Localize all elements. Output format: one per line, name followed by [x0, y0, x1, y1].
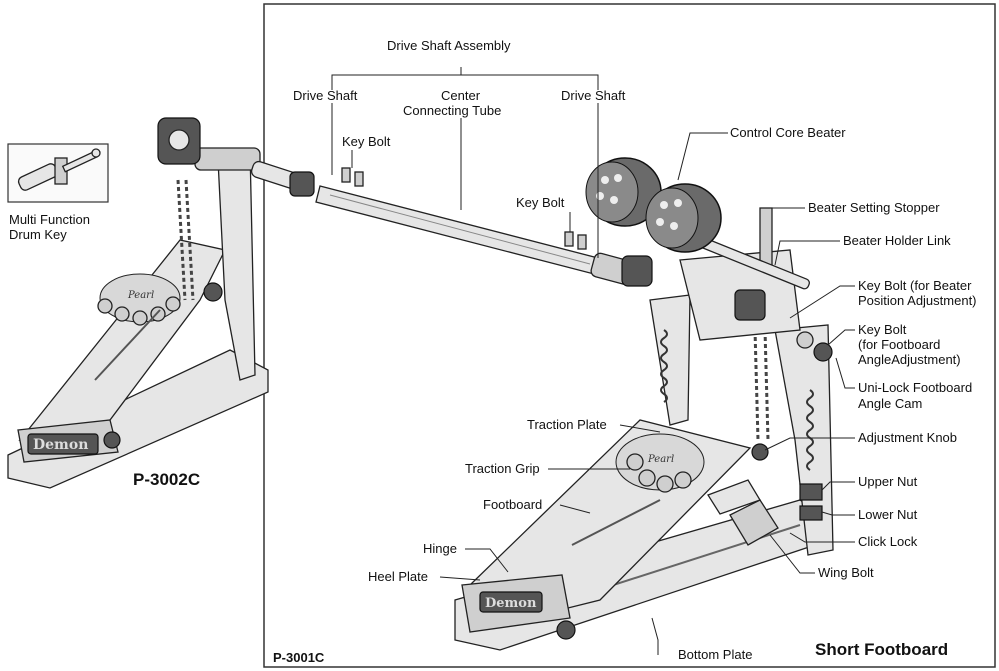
leader-lines — [331, 67, 855, 655]
model-label-slave: P-3002C — [133, 470, 200, 489]
main-heel-logo: Demon — [485, 596, 537, 611]
main-pedal-illustration: Pearl Demon — [454, 157, 834, 651]
label-footboard: Footboard — [483, 497, 542, 512]
label-multi-function-1: Multi Function — [9, 212, 90, 227]
svg-text:Pearl: Pearl — [647, 454, 674, 465]
variant-label: Short Footboard — [815, 640, 948, 659]
label-traction-plate: Traction Plate — [527, 417, 607, 432]
label-adjustment-knob: Adjustment Knob — [858, 430, 957, 445]
label-beater-setting-stopper: Beater Setting Stopper — [808, 200, 940, 215]
svg-text:Pearl: Pearl — [127, 290, 154, 301]
label-unilock-1: Uni-Lock Footboard — [858, 380, 972, 395]
label-key-bolt-mid: Key Bolt — [516, 195, 565, 210]
label-key-bolt-footboard-2: (for Footboard — [858, 337, 940, 352]
label-key-bolt-beater-1: Key Bolt (for Beater — [858, 278, 972, 293]
label-control-core-beater: Control Core Beater — [730, 125, 846, 140]
label-beater-holder-link: Beater Holder Link — [843, 233, 951, 248]
label-drive-shaft-right: Drive Shaft — [561, 88, 626, 103]
label-drive-shaft-left: Drive Shaft — [293, 88, 358, 103]
label-center-tube-2: Connecting Tube — [403, 103, 501, 118]
label-drive-shaft-assembly: Drive Shaft Assembly — [387, 38, 511, 53]
drum-key-illustration — [7, 143, 109, 203]
label-key-bolt-upper: Key Bolt — [342, 134, 391, 149]
label-traction-grip: Traction Grip — [465, 461, 540, 476]
label-bottom-plate: Bottom Plate — [678, 647, 752, 662]
slave-heel-logo: Demon — [33, 437, 88, 453]
label-key-bolt-footboard-3: AngleAdjustment) — [858, 352, 961, 367]
main-pedal-panel — [263, 3, 996, 668]
label-center-tube-1: Center — [441, 88, 481, 103]
label-upper-nut: Upper Nut — [858, 474, 918, 489]
drive-shaft-illustration — [250, 160, 653, 287]
model-label-main: P-3001C — [273, 650, 325, 665]
label-click-lock: Click Lock — [858, 534, 918, 549]
label-key-bolt-footboard-1: Key Bolt — [858, 322, 907, 337]
label-lower-nut: Lower Nut — [858, 507, 918, 522]
label-multi-function-2: Drum Key — [9, 227, 67, 242]
label-wing-bolt: Wing Bolt — [818, 565, 874, 580]
label-unilock-2: Angle Cam — [858, 396, 922, 411]
label-key-bolt-beater-2: Position Adjustment) — [858, 293, 977, 308]
slave-pedal-illustration: Pearl Demon — [7, 117, 269, 489]
label-heel-plate: Heel Plate — [368, 569, 428, 584]
label-hinge: Hinge — [423, 541, 457, 556]
